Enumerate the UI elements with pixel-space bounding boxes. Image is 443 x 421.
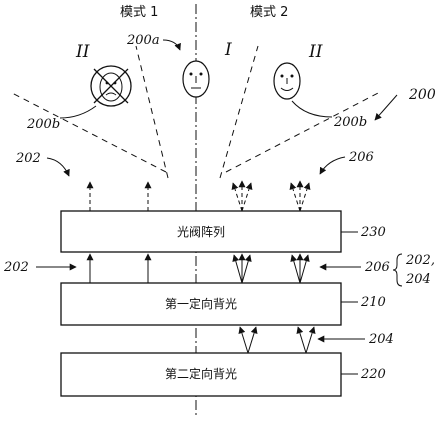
ref-200a: 200a bbox=[126, 33, 160, 48]
light-valve-array-label: 光阀阵列 bbox=[177, 225, 225, 239]
out-fan-right-2 bbox=[289, 180, 311, 212]
ref-204: 204 bbox=[368, 332, 394, 347]
leader-200 bbox=[374, 94, 398, 121]
ref-202-top: 202 bbox=[15, 151, 41, 166]
center-face-icon bbox=[182, 60, 210, 98]
ref-204-brace: 204 bbox=[405, 272, 431, 287]
light-valve-array-block bbox=[60, 210, 342, 253]
ref-202-mid: 202 bbox=[3, 260, 29, 275]
fan-line-left-outer bbox=[9, 91, 167, 173]
leader-200b-left bbox=[59, 105, 97, 119]
fan-line-right-inner bbox=[219, 45, 259, 179]
mode-1-label: 模式 1 bbox=[120, 5, 158, 20]
zone-left-ii: II bbox=[75, 42, 90, 62]
leader-200b-right bbox=[291, 100, 333, 118]
leader-206-top bbox=[319, 156, 346, 175]
zone-center-i: I bbox=[224, 40, 232, 60]
first-backlight-label: 第一定向背光 bbox=[165, 296, 237, 311]
zone-right-ii: II bbox=[308, 42, 323, 62]
ref-202-brace: 202, bbox=[405, 253, 435, 268]
mid-fan-right-1 bbox=[232, 253, 252, 284]
ref-230: 230 bbox=[360, 225, 386, 240]
first-backlight-block bbox=[60, 282, 342, 326]
fan-line-left-inner bbox=[135, 45, 169, 179]
v-rays-right bbox=[296, 326, 316, 354]
ref-200b-left: 200b bbox=[26, 117, 60, 132]
crossed-face-icon bbox=[90, 65, 132, 107]
leader-200a bbox=[162, 39, 181, 51]
mid-fan-right-2 bbox=[290, 253, 310, 284]
ref-200b-right: 200b bbox=[333, 115, 367, 130]
second-backlight-label: 第二定向背光 bbox=[165, 366, 237, 381]
second-backlight-block bbox=[60, 352, 342, 397]
leader-202-top bbox=[46, 157, 70, 177]
ref-200: 200 bbox=[408, 87, 436, 103]
ref-220: 220 bbox=[360, 367, 386, 382]
out-fan-right-1 bbox=[231, 180, 253, 212]
v-rays-left bbox=[238, 326, 258, 354]
smiling-face-icon bbox=[273, 62, 301, 100]
ref-206-top: 206 bbox=[348, 150, 374, 165]
ref-206-mid: 206 bbox=[364, 260, 390, 275]
mode-2-label: 模式 2 bbox=[250, 5, 288, 20]
brace bbox=[392, 253, 403, 287]
ref-210: 210 bbox=[360, 295, 386, 310]
fan-line-right-outer bbox=[225, 91, 381, 173]
